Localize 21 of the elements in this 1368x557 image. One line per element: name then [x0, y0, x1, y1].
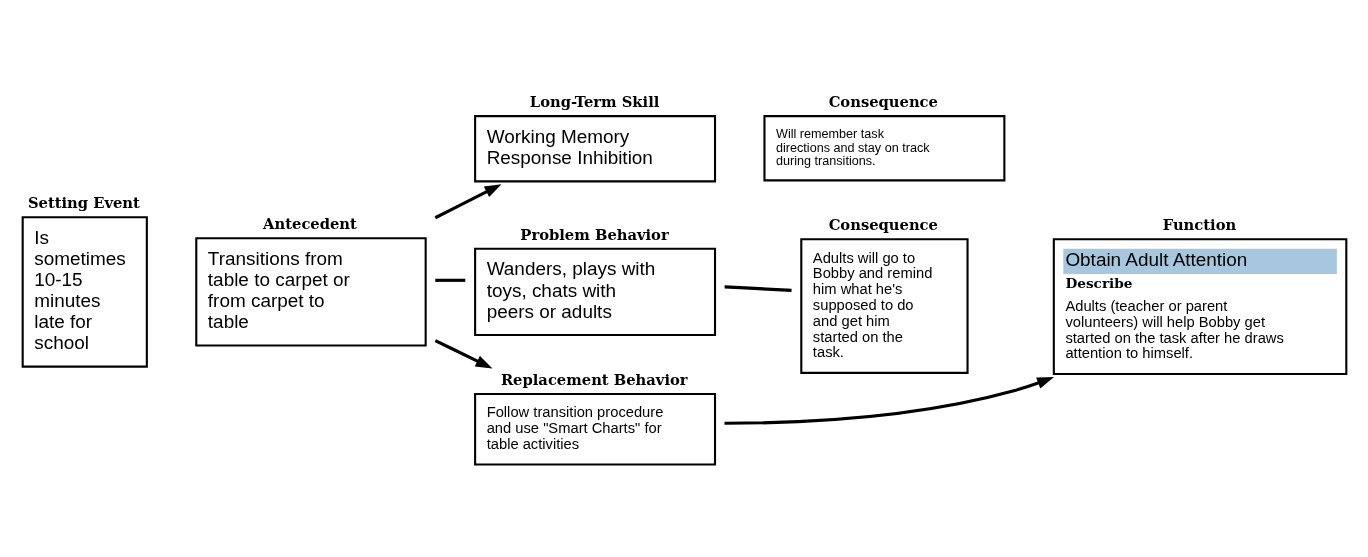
- node-label: Replacement Behavior: [500, 370, 688, 388]
- node-box: Is sometimes 10-15 minutes late for school: [21, 215, 148, 368]
- node-box: Wanders, plays with toys, chats with peers or adults: [473, 247, 716, 336]
- connector: [434, 278, 465, 282]
- node-box: Working Memory Response Inhibition: [473, 114, 716, 182]
- node-label: Function: [1162, 215, 1236, 233]
- connector: [724, 284, 792, 292]
- arrow: [724, 376, 1054, 425]
- node-box: Follow transition procedure and use "Smart Charts" for table activities: [473, 392, 716, 465]
- node-label: Consequence: [828, 215, 938, 233]
- node-label: Antecedent: [262, 214, 357, 232]
- node-box: Adults will go to Bobby and remind him what he's supposed to do and get him started on the task.: [799, 237, 969, 374]
- node-box: Transitions from table to carpet or from carpet to table: [194, 236, 427, 347]
- node-label: Consequence: [828, 92, 938, 110]
- node-label: Setting Event: [27, 193, 140, 211]
- arrow: [434, 183, 502, 219]
- arrow: [434, 338, 492, 369]
- node-label: Problem Behavior: [519, 224, 669, 242]
- node-label: Long-Term Skill: [529, 92, 659, 110]
- node-box: Will remember task directions and stay on track during transitions.: [762, 114, 1005, 181]
- node-box: Obtain Adult Attention Describe Adults (teacher or parent volunteers) will help Bobby get started on the task after he draws attention to himself.: [1052, 237, 1347, 375]
